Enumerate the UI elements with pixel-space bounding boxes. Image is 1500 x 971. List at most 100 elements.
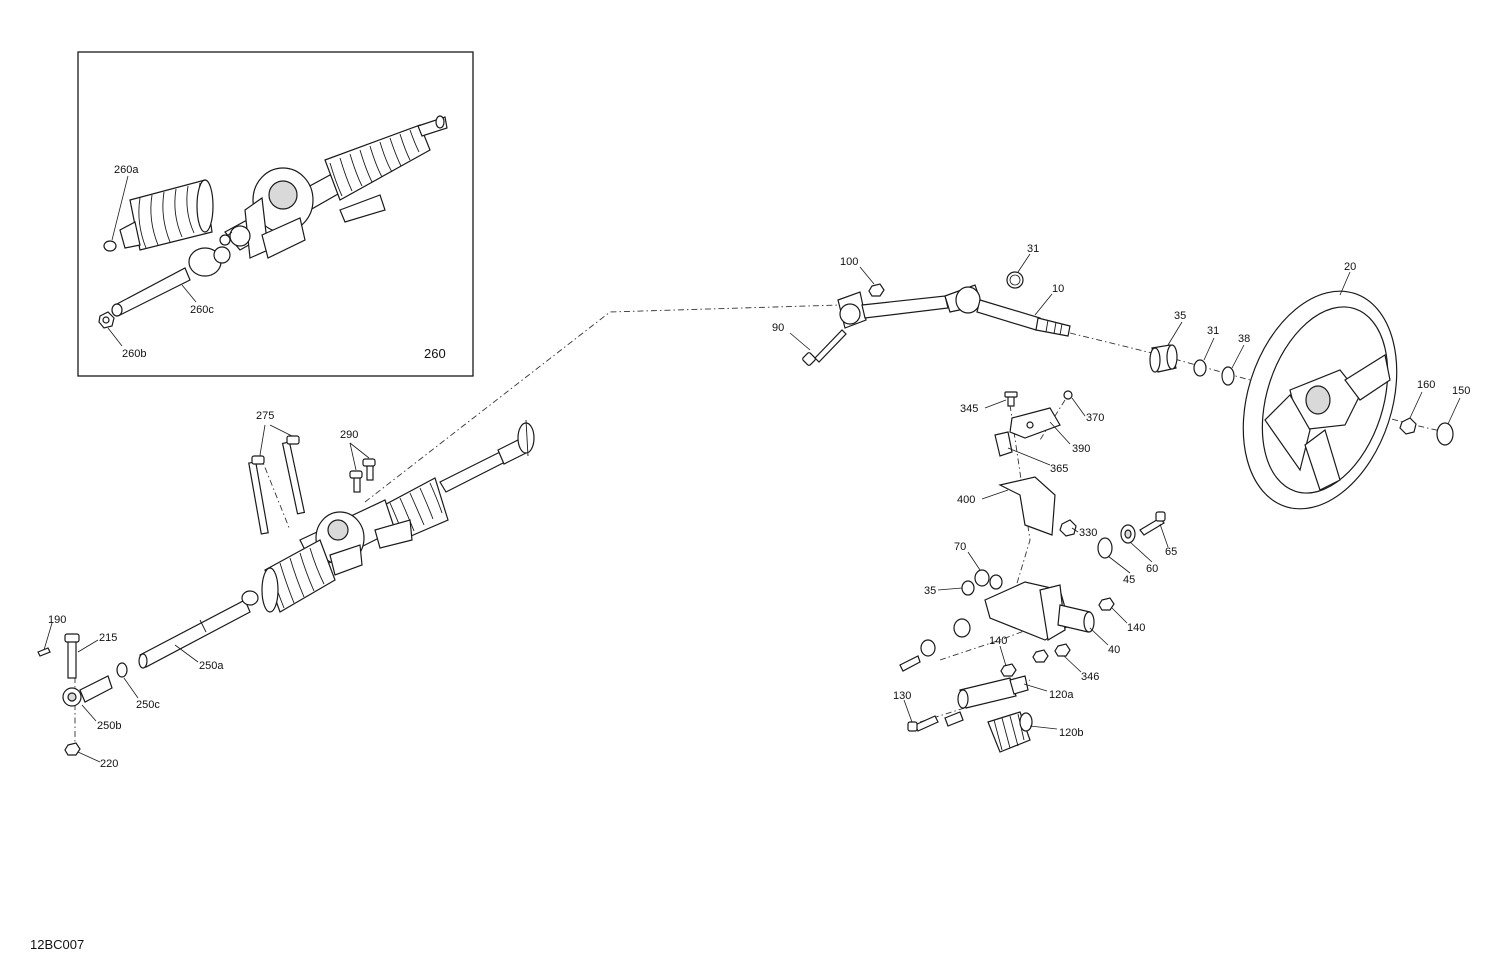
label-275: 275	[256, 410, 274, 422]
snap-ring-31a	[1006, 271, 1024, 289]
label-190: 190	[48, 614, 66, 626]
snap-ring-31b	[1193, 359, 1207, 377]
bushing-lower	[899, 618, 971, 672]
jam-nut-250c	[116, 662, 128, 678]
label-20: 20	[1344, 261, 1356, 273]
nut-330	[1059, 519, 1077, 537]
label-365: 365	[1050, 463, 1068, 475]
label-330: 330	[1079, 527, 1097, 539]
label-345: 345	[960, 403, 978, 415]
lower-u-joint	[837, 291, 867, 329]
bushing-35	[1149, 344, 1178, 373]
label-220: 220	[100, 758, 118, 770]
upper-shaft-10	[976, 299, 1071, 337]
steering-wheel-20	[1242, 290, 1398, 510]
label-35-upper: 35	[1174, 310, 1186, 322]
inset-nut-260b	[98, 311, 115, 329]
nut-140a	[1098, 597, 1115, 611]
label-130: 130	[893, 690, 911, 702]
label-45: 45	[1123, 574, 1135, 586]
label-35-lower: 35	[924, 585, 936, 597]
bolt-215	[64, 633, 80, 679]
label-90: 90	[772, 322, 784, 334]
label-31-upper: 31	[1027, 243, 1039, 255]
inset-rod-260c	[111, 246, 231, 317]
inset-boot-260a	[103, 179, 214, 252]
actuator-120a	[957, 675, 1029, 709]
nut-140b	[1000, 663, 1017, 677]
nut-160	[1399, 417, 1417, 435]
nut-346	[1032, 643, 1071, 663]
cap-150	[1436, 422, 1454, 446]
bushing-70	[974, 569, 1003, 590]
ring-38	[1221, 366, 1235, 386]
bolt-90	[802, 329, 847, 366]
nut-100	[868, 283, 885, 297]
label-60: 60	[1146, 563, 1158, 575]
label-250c: 250c	[136, 699, 160, 711]
bolt-130	[907, 711, 964, 732]
left-bellows	[261, 539, 336, 613]
label-160: 160	[1417, 379, 1435, 391]
inset-title: 260	[424, 346, 446, 361]
label-250b: 250b	[97, 720, 121, 732]
label-400: 400	[957, 494, 975, 506]
steering-rack-assembly	[37, 419, 535, 763]
inset-right-bellows	[324, 115, 448, 201]
screw-345	[1004, 391, 1018, 407]
part-labels: 31 10 100 90 20 35 31 38 160 150 345 370…	[30, 243, 1470, 952]
bushing-60	[1120, 524, 1136, 544]
steering-shaft-assembly	[789, 253, 1071, 366]
inset-rack-housing	[219, 167, 386, 259]
label-40: 40	[1108, 644, 1120, 656]
clip-365	[994, 431, 1013, 457]
steering-column-support	[899, 390, 1169, 753]
label-120b: 120b	[1059, 727, 1083, 739]
label-250a: 250a	[199, 660, 224, 672]
bolt-65	[1139, 511, 1166, 536]
inset-260: 260a 260c 260b 260	[77, 51, 474, 377]
label-38: 38	[1238, 333, 1250, 345]
cotter-pin-190	[37, 647, 51, 657]
label-260c: 260c	[190, 304, 214, 316]
label-260a: 260a	[114, 164, 139, 176]
label-390: 390	[1072, 443, 1090, 455]
bracket-390	[1009, 407, 1061, 439]
label-120a: 120a	[1049, 689, 1074, 701]
plate-400	[998, 476, 1056, 536]
column-leaders	[903, 397, 1169, 730]
label-215: 215	[99, 632, 117, 644]
tube-40	[1057, 604, 1095, 633]
label-370: 370	[1086, 412, 1104, 424]
label-290: 290	[340, 429, 358, 441]
label-65: 65	[1165, 546, 1177, 558]
screw-370	[1063, 390, 1073, 400]
intermediate-shaft	[861, 284, 983, 319]
right-tie-rod	[439, 419, 535, 493]
rack-leaders	[43, 424, 370, 763]
nut-220	[64, 742, 81, 756]
washer-45	[1097, 537, 1113, 559]
label-346: 346	[1081, 671, 1099, 683]
label-100: 100	[840, 256, 858, 268]
main-bracket	[984, 581, 1071, 641]
bolts-275	[248, 435, 306, 535]
label-70: 70	[954, 541, 966, 553]
steering-wheel-assembly	[1149, 271, 1461, 510]
bushing-35b	[961, 580, 975, 596]
bolts-290	[349, 458, 376, 493]
label-140-center: 140	[989, 635, 1007, 647]
wheel-leaders	[1167, 271, 1461, 425]
label-31-lower: 31	[1207, 325, 1219, 337]
label-260b: 260b	[122, 348, 146, 360]
inset-leaders	[107, 175, 197, 347]
shaft-leaders	[789, 253, 1053, 351]
label-140-right: 140	[1127, 622, 1145, 634]
drawing-code: 12BC007	[30, 937, 84, 952]
label-10: 10	[1052, 283, 1064, 295]
boot-120b	[987, 711, 1033, 753]
tie-rod-end-250b	[62, 675, 113, 707]
label-150: 150	[1452, 385, 1470, 397]
inner-tie-rod-250a	[138, 590, 259, 669]
